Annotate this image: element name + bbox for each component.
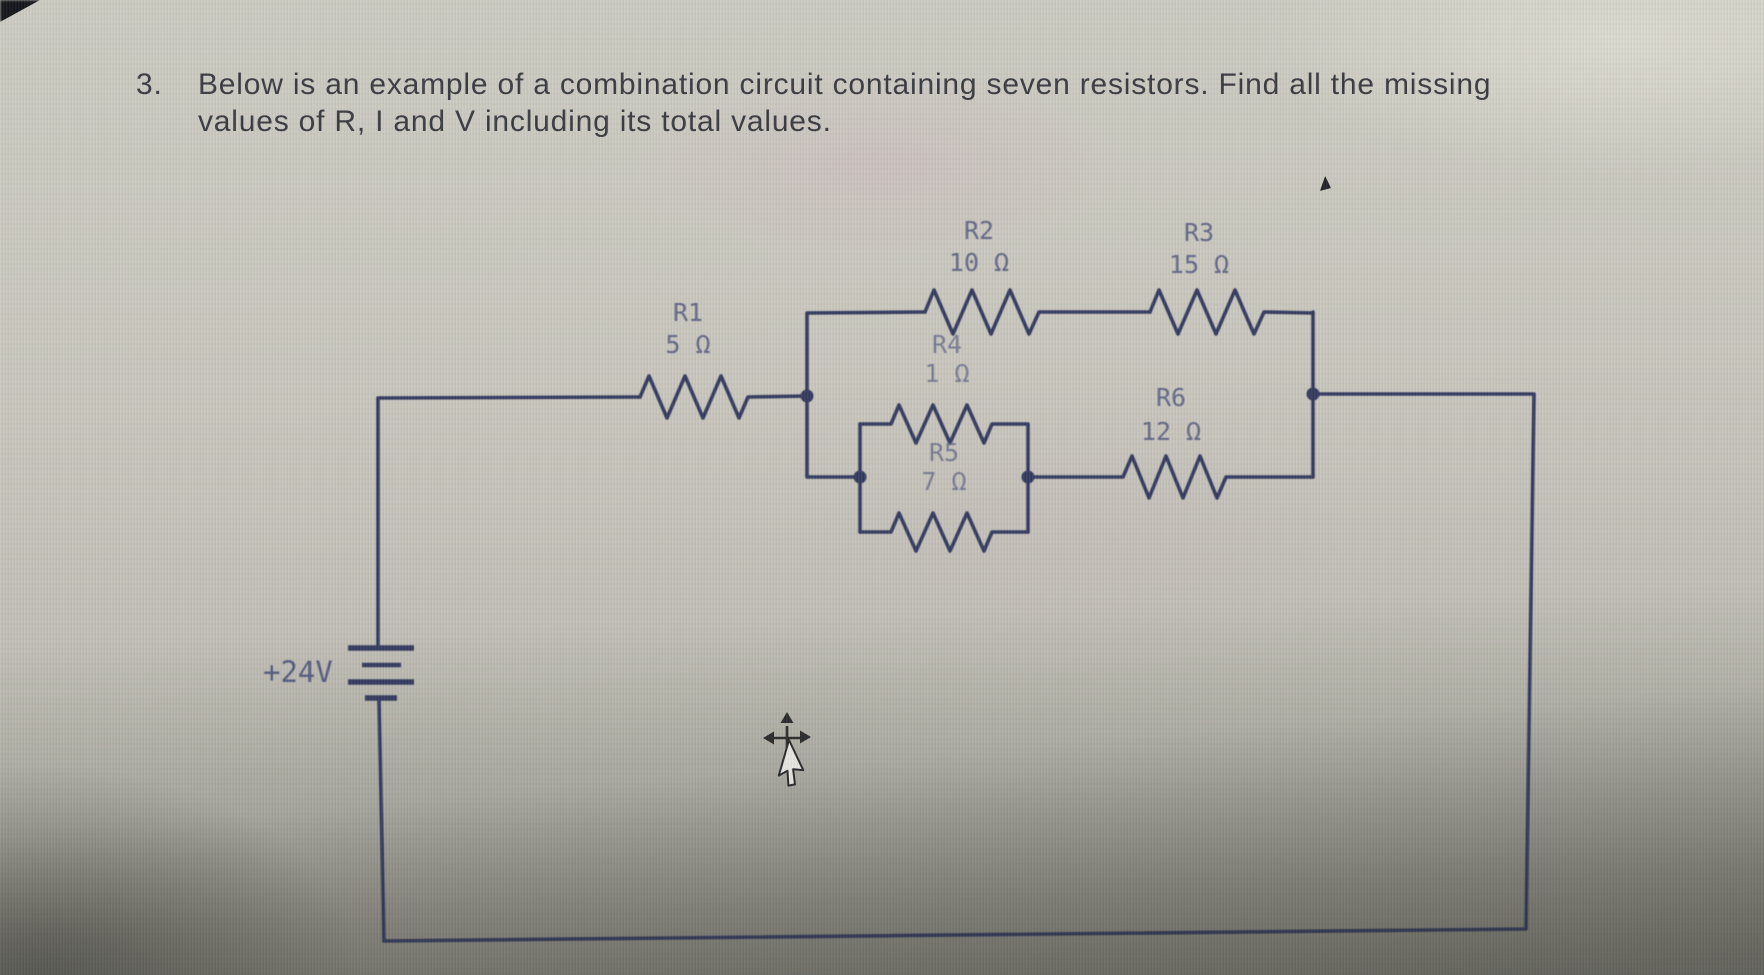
wire-outer-loop <box>377 392 1536 943</box>
problem-text-line1: Below is an example of a combination cir… <box>198 68 1492 101</box>
problem-number: 3. <box>136 68 163 101</box>
dust-speck <box>1319 176 1331 191</box>
resistor-name: R6 <box>1155 383 1187 412</box>
resistor-label-r1: R1 5 Ω <box>665 297 710 361</box>
battery-symbol <box>348 645 414 701</box>
resistor-label-r5: R5 7 Ω <box>921 438 966 496</box>
junction-dot <box>800 389 814 403</box>
resistor-r5-symbol <box>858 511 1030 553</box>
resistor-name: R4 <box>931 330 963 359</box>
battery-voltage-label: +24V <box>263 655 333 689</box>
resistor-name: R1 <box>672 298 704 327</box>
resistor-name: R2 <box>963 216 995 245</box>
junction-dot <box>1306 387 1320 401</box>
resistor-name: R3 <box>1183 218 1215 247</box>
resistor-value: 7 Ω <box>921 467 967 496</box>
resistor-r2-symbol <box>923 288 1152 336</box>
resistor-value: 10 Ω <box>948 248 1010 277</box>
resistor-value: 12 Ω <box>1140 417 1202 446</box>
junction-dots <box>800 387 1320 484</box>
problem-text-line2: values of R, I and V including its total… <box>198 105 832 138</box>
resistor-name: R5 <box>928 438 960 467</box>
resistor-label-r2: R2 10 Ω <box>949 215 1009 279</box>
resistor-value: 15 Ω <box>1168 250 1230 279</box>
junction-dot <box>853 470 867 484</box>
resistor-label-r3: R3 15 Ω <box>1169 217 1229 281</box>
resistor-r1-symbol <box>638 374 809 420</box>
resistor-label-r6: R6 12 Ω <box>1141 381 1201 449</box>
resistor-r3-symbol <box>1148 288 1315 336</box>
resistor-r4-symbol <box>858 403 1030 534</box>
junction-dot <box>1021 470 1035 484</box>
wire-left-top <box>376 395 642 650</box>
resistor-value: 1 Ω <box>924 359 970 388</box>
wire-top-branch <box>805 310 927 398</box>
resistor-value: 5 Ω <box>665 330 711 359</box>
move-cursor-icon <box>763 712 811 787</box>
resistor-label-r4: R4 1 Ω <box>924 330 969 388</box>
wire-middle-branch <box>805 394 862 479</box>
resistor-r6-symbol <box>1026 454 1315 500</box>
